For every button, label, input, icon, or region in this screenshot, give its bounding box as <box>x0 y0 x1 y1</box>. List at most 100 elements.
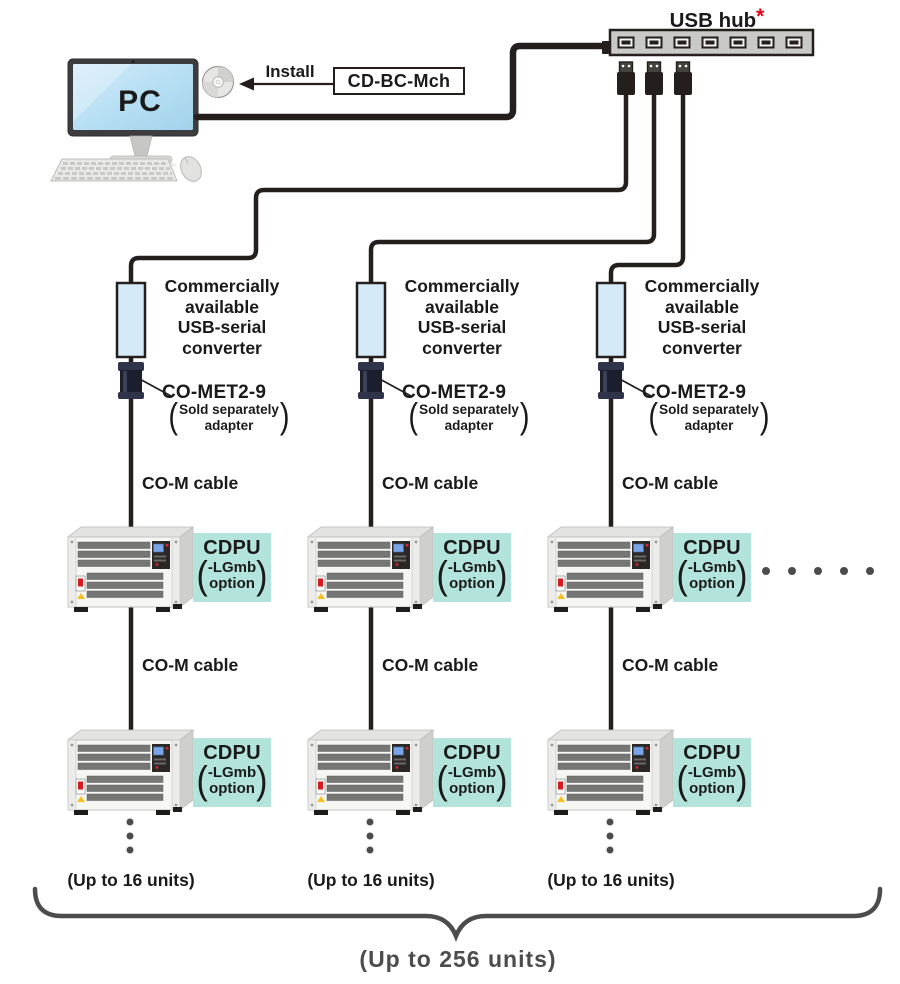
adapter-note-line1: Sold separately <box>659 402 759 417</box>
adapter-name-label: CO-MET2-9 <box>642 382 747 403</box>
paren-open: ( <box>436 554 448 598</box>
converter-label-line: Commercially <box>644 276 760 296</box>
cdpu-option-line2: option <box>209 575 255 592</box>
paren-close: ) <box>496 759 508 803</box>
cdpu-option-lines: -LGmb option <box>687 558 737 593</box>
co-m-cable-label-1: CO-M cable <box>142 473 239 493</box>
usb-serial-converter-label: Commercially available USB-serial conver… <box>393 276 531 358</box>
paren-open: ( <box>408 396 419 437</box>
cdpu-title: CDPU <box>203 742 261 764</box>
cdpu-option-badge-1: CDPU ( -LGmb option ) <box>673 533 751 602</box>
paren-close: ) <box>279 396 290 437</box>
adapter-name-label: CO-MET2-9 <box>402 382 507 403</box>
usb-plug-1 <box>616 61 636 96</box>
total-brace <box>32 886 883 943</box>
usb-hub-label-text: USB hub <box>669 9 757 32</box>
usb-plug-3 <box>673 61 693 96</box>
hub-cable-2 <box>368 92 657 285</box>
cdpu-option-badge-2: CDPU ( -LGmb option ) <box>673 738 751 807</box>
cdpu-option-line2: option <box>209 780 255 797</box>
paren-open: ( <box>436 759 448 803</box>
converter-label-line: available <box>665 296 739 317</box>
paren-open: ( <box>196 759 208 803</box>
adapter-note-lines: Sold separately adapter <box>658 402 760 433</box>
total-units-label: (Up to 256 units) <box>359 946 557 972</box>
cdpu-option-lines: -LGmb option <box>447 558 497 593</box>
co-m-cable-label-2: CO-M cable <box>622 655 719 675</box>
paren-open: ( <box>168 396 179 437</box>
cdpu-option-line1: -LGmb <box>207 763 257 781</box>
converter-label-line: USB-serial <box>177 317 267 337</box>
cdpu-option-lines: -LGmb option <box>208 559 256 593</box>
cdpu-option-line2: option <box>689 780 735 797</box>
cdpu-option-row: ( -LGmb option ) <box>673 554 751 598</box>
adapter-name-label: CO-MET2-9 <box>162 382 267 403</box>
hub-cable-3 <box>608 92 686 285</box>
cd-icon <box>201 65 235 99</box>
mouse-icon <box>180 156 202 182</box>
paren-open: ( <box>676 554 688 598</box>
adapter-note-lines: Sold separately adapter <box>418 402 520 433</box>
usb-hub-ports <box>617 36 803 49</box>
cdpu-option-lines: -LGmb option <box>207 763 257 798</box>
co-m-cable-label-2: CO-M cable <box>142 655 239 675</box>
monitor-stand <box>129 135 153 157</box>
pc-label: PC <box>118 85 162 118</box>
adapter-note: ( Sold separately adapter ) <box>164 396 294 437</box>
install-arrow <box>239 77 333 91</box>
paren-open: ( <box>196 554 208 598</box>
cdpu-option-row: ( -LGmb option ) <box>193 759 271 803</box>
usb-serial-converter-label: Commercially available USB-serial conver… <box>153 276 291 358</box>
cdpu-option-row: ( -LGmb option ) <box>433 554 511 598</box>
usb-serial-converter-label: Commercially available USB-serial conver… <box>633 276 771 358</box>
adapter-note: ( Sold separately adapter ) <box>404 396 534 437</box>
cdpu-option-row: ( -LGmb option ) <box>673 759 751 803</box>
cdpu-option-badge-1: CDPU ( -LGmb option ) <box>193 533 271 602</box>
usb-plug-2 <box>644 61 664 96</box>
cd-bc-mch-box: CD-BC-Mch <box>333 67 465 95</box>
cdpu-title: CDPU <box>443 537 501 559</box>
converter-label-line: available <box>185 296 259 317</box>
converter-label-line: converter <box>662 337 742 358</box>
chain-3-art <box>548 283 673 854</box>
converter-label-line: converter <box>182 337 262 358</box>
hub-cable-1 <box>128 92 629 285</box>
cdpu-option-badge-2: CDPU ( -LGmb option ) <box>433 738 511 807</box>
paren-open: ( <box>648 396 659 437</box>
more-chains-ellipsis <box>762 567 874 575</box>
chain-2-art <box>308 283 433 854</box>
cdpu-option-lines: -LGmb option <box>447 763 497 798</box>
adapter-note-lines: Sold separately adapter <box>178 402 280 433</box>
paren-close: ) <box>256 759 268 803</box>
paren-close: ) <box>496 554 508 598</box>
cdpu-option-line2: option <box>449 780 495 797</box>
adapter-note-line1: Sold separately <box>419 402 519 417</box>
cdpu-title: CDPU <box>203 537 261 559</box>
up-to-16-units-label: (Up to 16 units) <box>547 870 675 890</box>
adapter-note-line1: Sold separately <box>179 402 279 417</box>
up-to-16-units-label: (Up to 16 units) <box>67 870 195 890</box>
cdpu-title: CDPU <box>683 742 741 764</box>
cdpu-option-line1: -LGmb <box>447 763 497 781</box>
converter-label-line: available <box>425 296 499 317</box>
co-m-cable-label-1: CO-M cable <box>622 473 719 493</box>
chain-1-art <box>68 283 193 854</box>
cdpu-option-line1: -LGmb <box>687 763 737 781</box>
cdpu-option-badge-1: CDPU ( -LGmb option ) <box>433 533 511 602</box>
pc-illustration <box>50 58 202 182</box>
co-m-cable-label-2: CO-M cable <box>382 655 479 675</box>
converter-label-line: converter <box>422 337 502 358</box>
cdpu-option-line1: -LGmb <box>447 558 497 576</box>
cdpu-option-row: ( -LGmb option ) <box>193 554 271 598</box>
cdpu-option-badge-2: CDPU ( -LGmb option ) <box>193 738 271 807</box>
pc-to-hub-cable <box>193 42 608 121</box>
paren-close: ) <box>736 759 748 803</box>
cdpu-title: CDPU <box>443 742 501 764</box>
paren-close: ) <box>519 396 530 437</box>
cdpu-option-line1: -LGmb <box>687 558 737 576</box>
usb-hub-label: USB hub* <box>652 5 782 33</box>
paren-open: ( <box>676 759 688 803</box>
up-to-16-units-label: (Up to 16 units) <box>307 870 435 890</box>
